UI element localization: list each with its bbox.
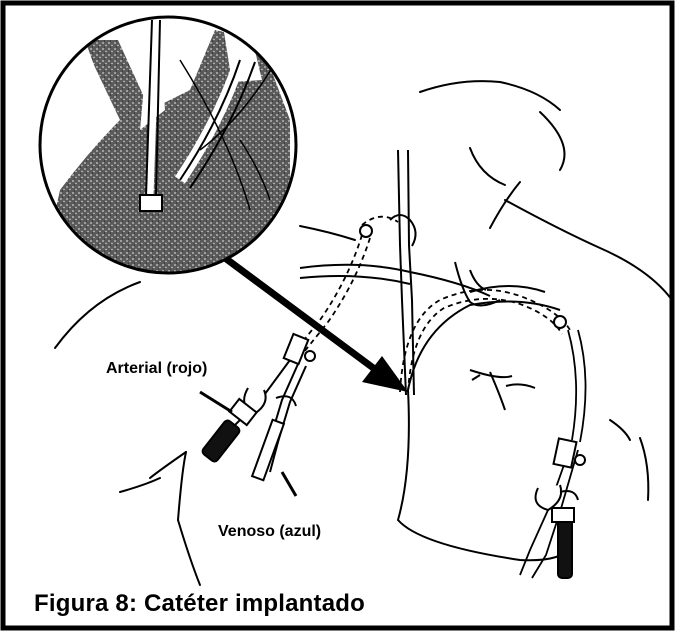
clavicle: [300, 265, 545, 296]
figure-caption: Figura 8: Catéter implantado: [34, 590, 365, 618]
left-catheter-path: [288, 217, 570, 392]
arterial-label: Arterial (rojo): [106, 360, 207, 378]
venous-label: Venoso (azul): [218, 523, 321, 541]
heart: [398, 301, 570, 560]
magnified-detail: [40, 17, 296, 280]
neck-vessels: [390, 150, 500, 395]
right-catheter-path: [520, 330, 586, 578]
